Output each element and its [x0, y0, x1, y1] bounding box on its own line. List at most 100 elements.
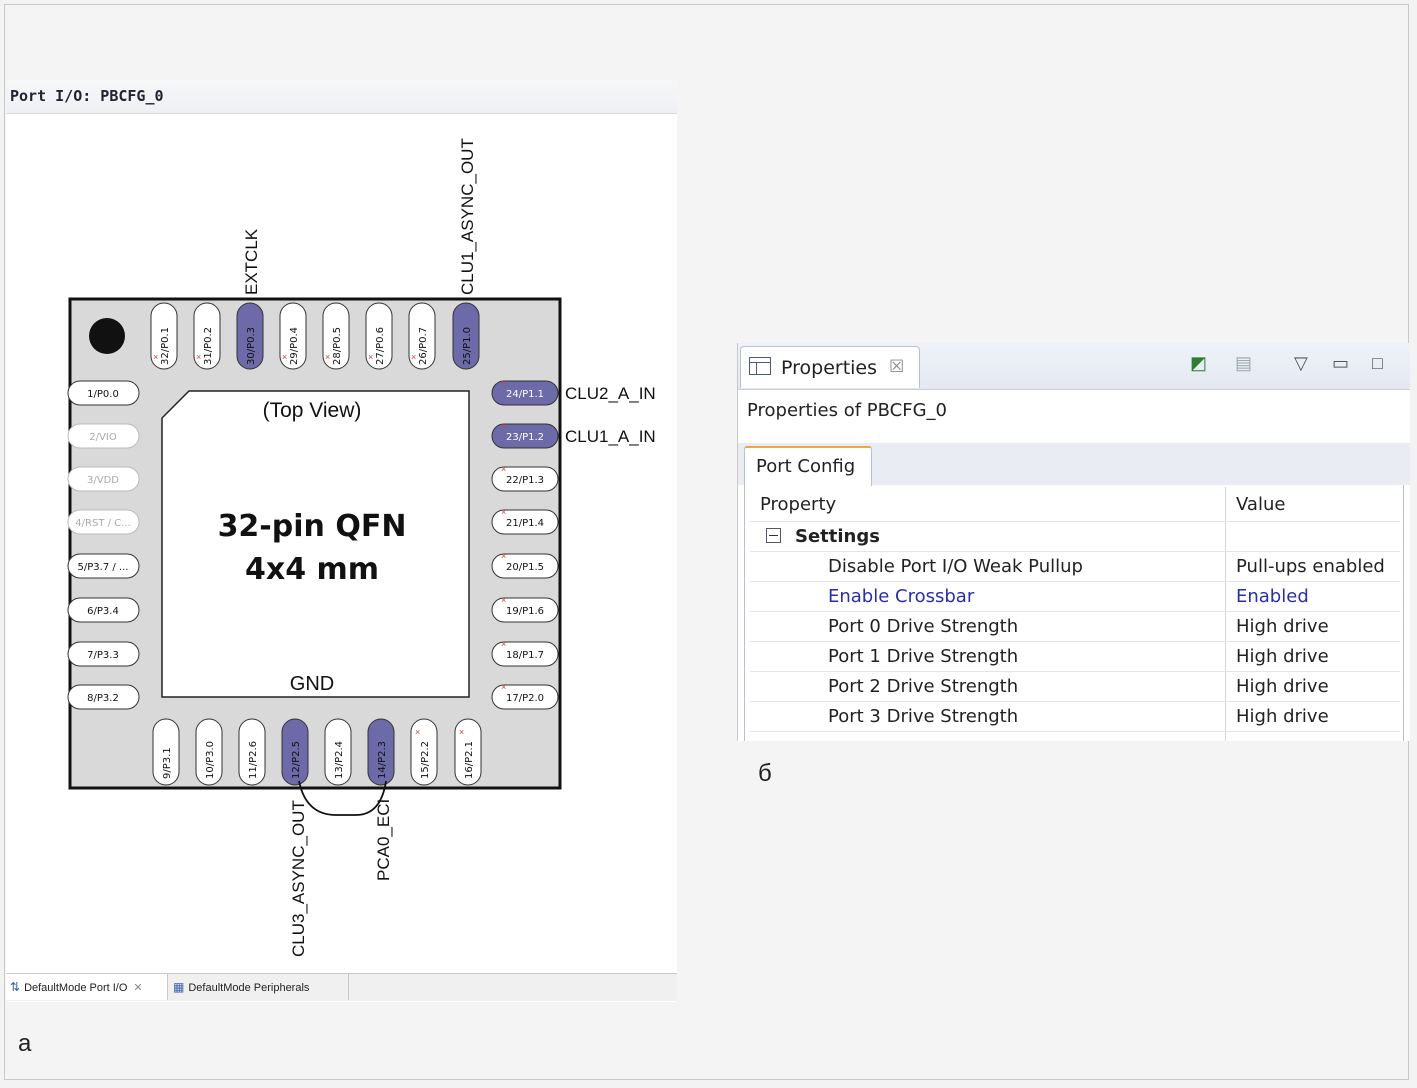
property-name-cell: Port 3 Drive Strength	[750, 701, 1226, 732]
port-io-icon: ⇅	[10, 980, 21, 994]
maximize-icon[interactable]: □	[1372, 353, 1383, 373]
pin-bottom-4[interactable]	[324, 718, 352, 786]
tab-properties[interactable]: Properties ☒	[740, 346, 920, 388]
close-icon[interactable]: ✕	[133, 982, 143, 994]
column-header-property[interactable]: Property	[750, 487, 1226, 522]
caption-b: б	[758, 760, 772, 787]
pin-bottom-5[interactable]	[367, 718, 395, 786]
property-name-cell: Enable Crossbar	[750, 581, 1226, 612]
tab-label: DefaultMode Port I/O	[24, 982, 128, 994]
pin-right-5[interactable]	[491, 597, 559, 623]
tab-defaultmode-peripherals[interactable]: ▦DefaultMode Peripherals	[169, 974, 349, 1000]
tab-port-config[interactable]: Port Config	[744, 446, 872, 486]
tab-label: Port Config	[756, 456, 856, 477]
pin-right-4[interactable]	[491, 553, 559, 579]
pin-bottom-6[interactable]	[410, 718, 438, 786]
pin-top-5[interactable]	[365, 302, 393, 370]
port-io-title: Port I/O: PBCFG_0	[10, 87, 164, 105]
close-icon[interactable]: ☒	[889, 357, 905, 376]
pin-label: 24/P1.1	[506, 389, 544, 400]
tab-defaultmode-port-io[interactable]: ⇅DefaultMode Port I/O ✕	[6, 974, 168, 1000]
view-menu-icon[interactable]: ▽	[1294, 353, 1308, 373]
x-mark-icon: ×	[153, 352, 158, 362]
pin-left-1[interactable]	[67, 423, 140, 449]
gnd-label: GND	[290, 673, 334, 695]
pin-right-0[interactable]	[491, 380, 559, 406]
pin-right-2[interactable]	[491, 466, 559, 492]
property-value-cell[interactable]: Enabled	[1225, 581, 1400, 612]
signal-label-clu1_async_out: CLU1_ASYNC_OUT	[458, 138, 477, 295]
pin-bottom-7[interactable]	[454, 718, 482, 786]
pin-left-3[interactable]	[67, 509, 140, 535]
property-value-cell[interactable]: High drive	[1225, 701, 1400, 732]
group-row-settings[interactable]: Settings	[750, 521, 1400, 552]
pin-label: 9/P3.1	[162, 747, 173, 779]
pin-label: 17/P2.0	[506, 693, 544, 704]
pin-left-4[interactable]	[67, 553, 140, 579]
pin-top-6[interactable]	[408, 302, 436, 370]
peripherals-icon: ▦	[173, 980, 185, 994]
property-table: Property Value Settings Disable Port I/O…	[744, 485, 1404, 741]
signal-label-clu1_a_in: CLU1_A_IN	[565, 427, 656, 446]
pin-left-6[interactable]	[67, 641, 140, 667]
pin-label: 26/P0.7	[418, 327, 429, 365]
package-line2: 4x4 mm	[245, 552, 379, 587]
pin1-dot	[89, 318, 125, 354]
pin-bottom-0[interactable]	[152, 718, 180, 786]
x-mark-icon: ×	[459, 727, 464, 737]
collapse-icon[interactable]	[766, 528, 781, 543]
package-line1: 32-pin QFN	[218, 509, 407, 544]
x-mark-icon: ×	[501, 639, 506, 649]
pin-top-2[interactable]	[236, 302, 264, 370]
connection-wire	[298, 780, 387, 816]
pin-label: 4/RST / C...	[75, 518, 130, 529]
pin-top-1[interactable]	[193, 302, 221, 370]
property-value-cell[interactable]: High drive	[1225, 671, 1400, 702]
pin-left-2[interactable]	[67, 466, 140, 492]
table-row	[750, 731, 1400, 741]
pin-left-7[interactable]	[67, 684, 140, 710]
pin-right-3[interactable]	[491, 509, 559, 535]
pin-bottom-2[interactable]	[238, 718, 266, 786]
pin-left-5[interactable]	[67, 597, 140, 623]
pin-left-0[interactable]	[67, 380, 140, 406]
x-mark-icon: ×	[501, 507, 506, 517]
pin-icon[interactable]: ◩	[1190, 353, 1208, 373]
property-value-cell[interactable]: High drive	[1225, 611, 1400, 642]
pin-bottom-3[interactable]	[281, 718, 309, 786]
column-header-value[interactable]: Value	[1225, 487, 1400, 522]
filter-icon[interactable]: ▤	[1235, 353, 1253, 373]
pin-top-3[interactable]	[279, 302, 307, 370]
minimize-icon[interactable]: ▭	[1332, 353, 1350, 373]
pin-label: 8/P3.2	[87, 693, 119, 704]
property-value-cell[interactable]: High drive	[1225, 641, 1400, 672]
property-value-cell[interactable]: Pull-ups enabled	[1225, 551, 1400, 582]
pin-top-4[interactable]	[322, 302, 350, 370]
pin-top-7[interactable]	[452, 302, 480, 370]
pin-label: 28/P0.5	[332, 327, 343, 365]
pin-label: 20/P1.5	[506, 562, 544, 573]
pin-right-6[interactable]	[491, 641, 559, 667]
pin-label: 11/P2.6	[248, 741, 259, 779]
pin-right-7[interactable]	[491, 684, 559, 710]
signal-label-clu3_async_out: CLU3_ASYNC_OUT	[289, 800, 308, 957]
signal-label-clu2_a_in: CLU2_A_IN	[565, 384, 656, 403]
properties-subtitle: Properties of PBCFG_0	[747, 400, 947, 421]
pin-label: 16/P2.1	[464, 741, 475, 779]
x-mark-icon: ×	[501, 682, 506, 692]
empty-cell	[750, 731, 1226, 741]
property-name-cell: Disable Port I/O Weak Pullup	[750, 551, 1226, 582]
pin-bottom-1[interactable]	[195, 718, 223, 786]
pin-label: 22/P1.3	[506, 475, 544, 486]
die-outline	[161, 390, 470, 698]
pin-right-1[interactable]	[491, 423, 559, 449]
pin-top-0[interactable]	[150, 302, 178, 370]
